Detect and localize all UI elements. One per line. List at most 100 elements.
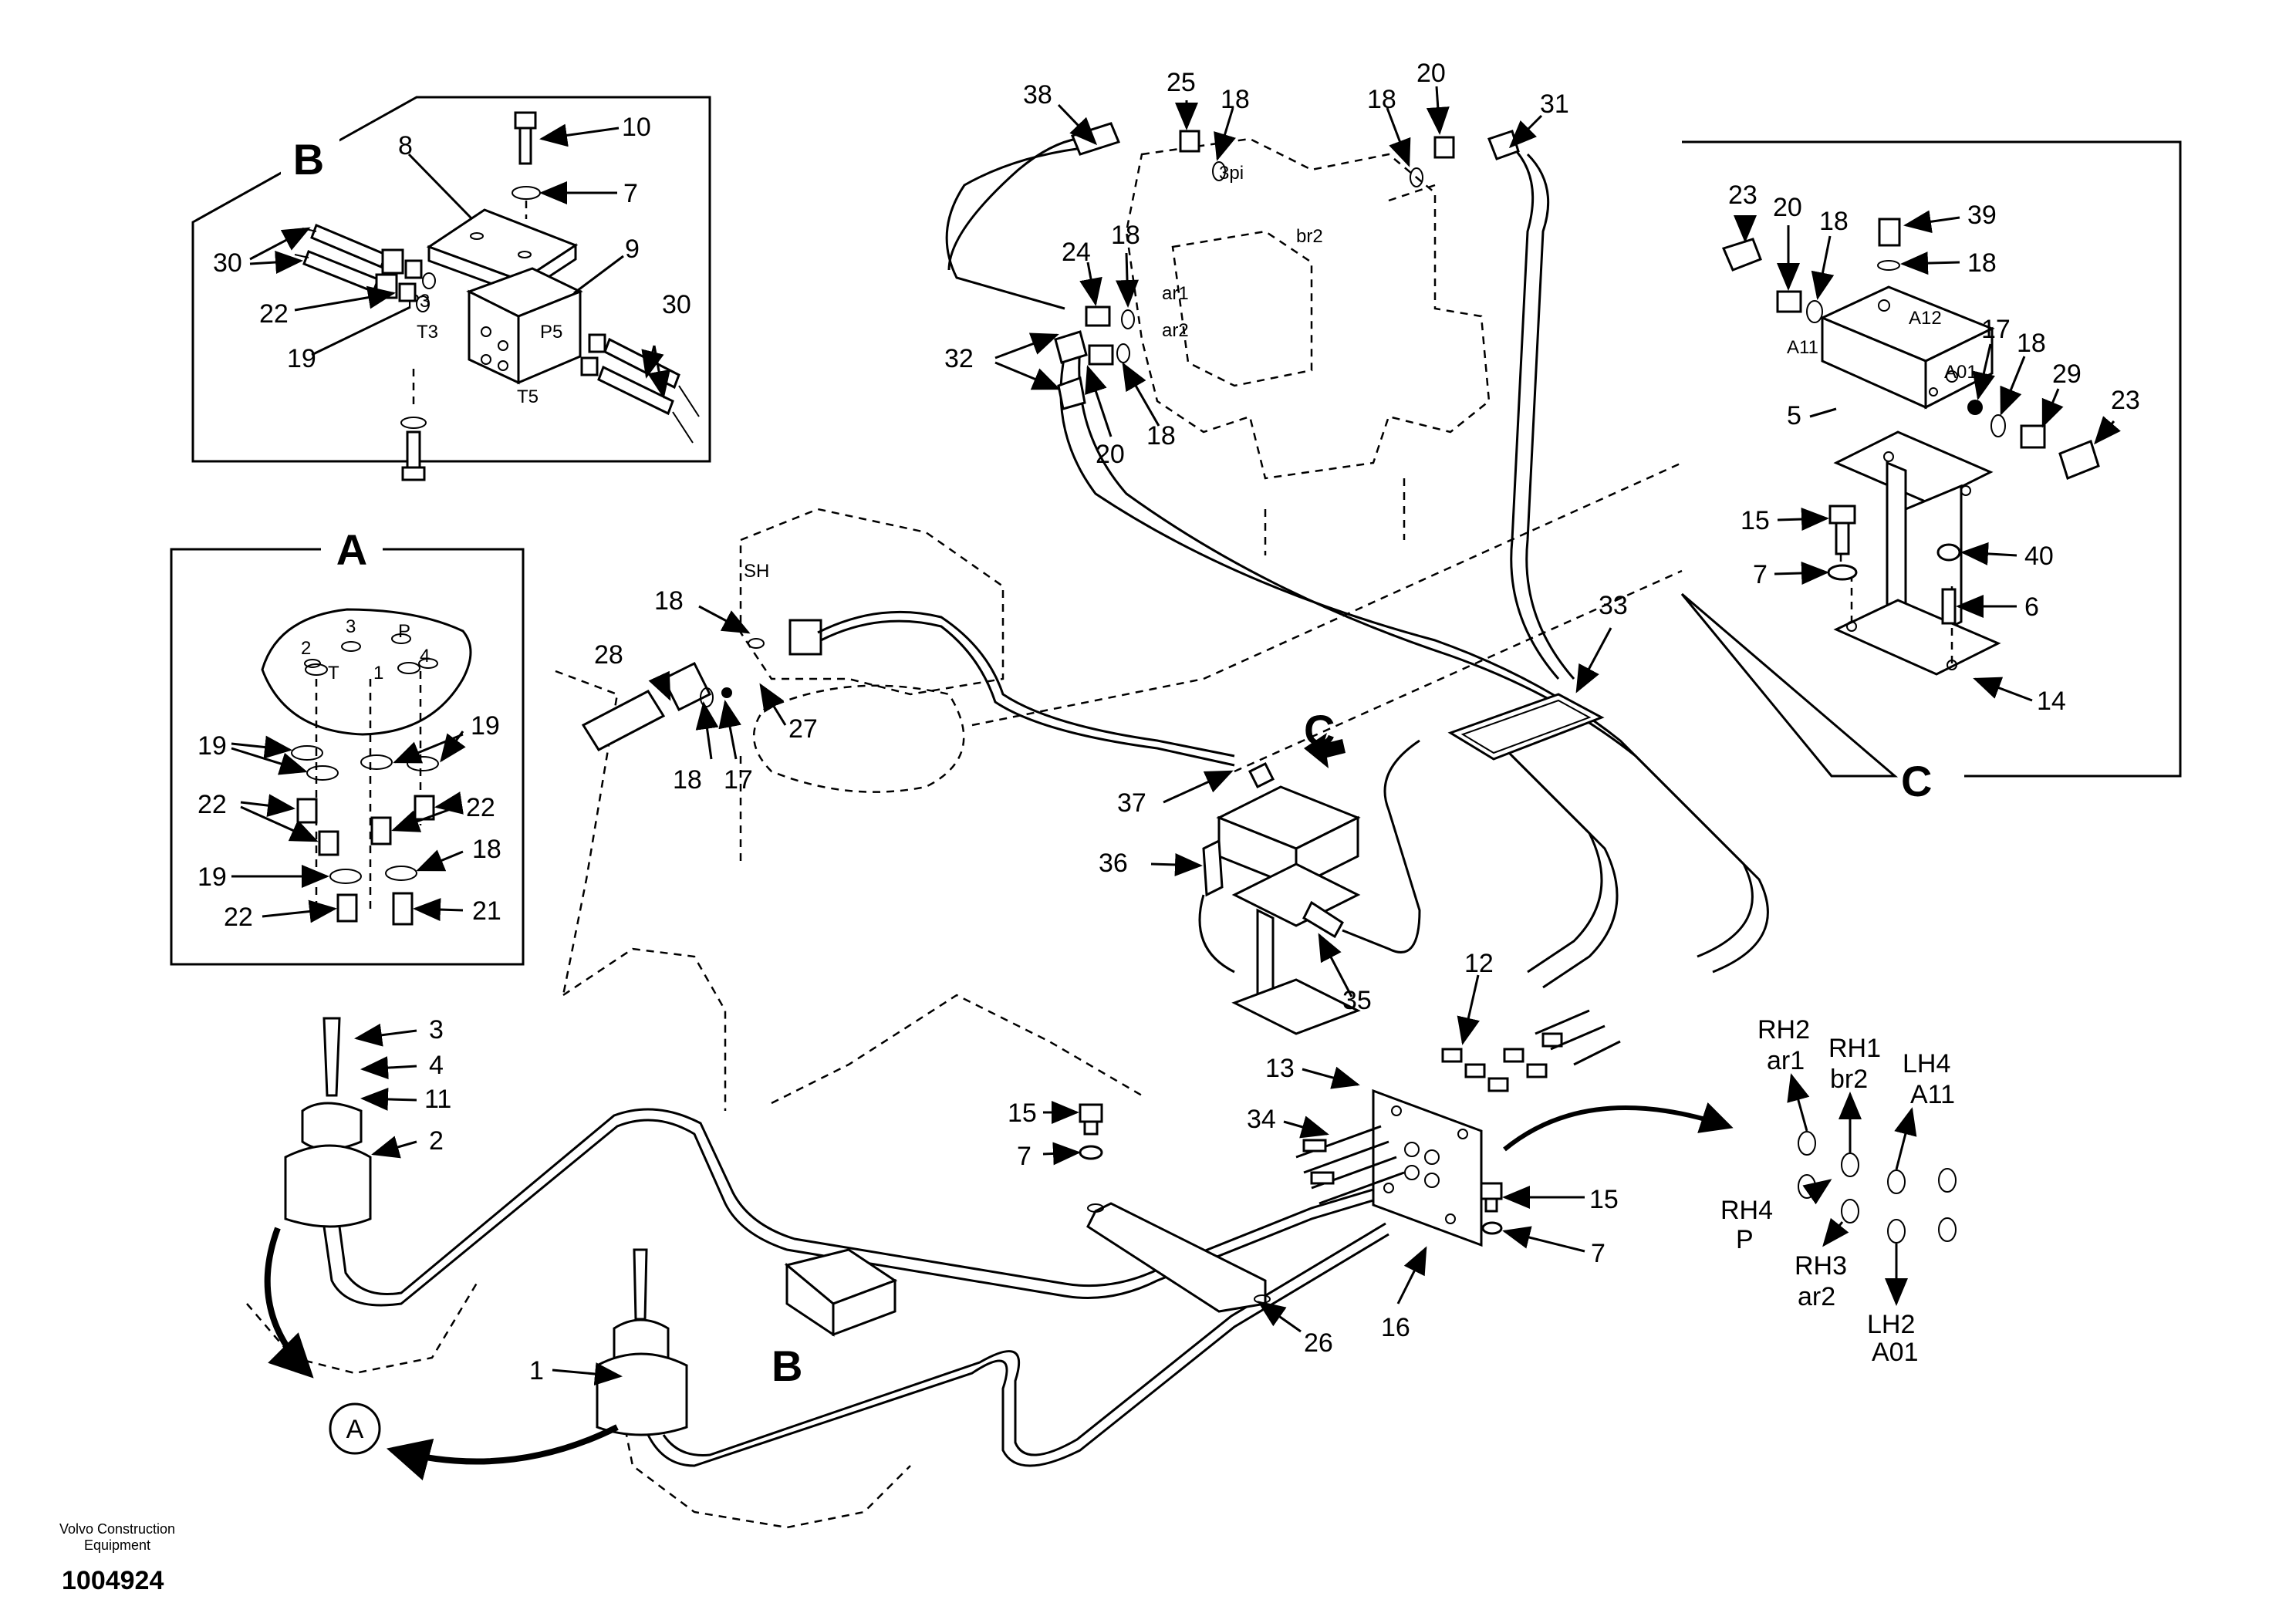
callout-m-18-f: 18 <box>673 765 702 795</box>
callout-b-8: 8 <box>398 131 413 160</box>
callout-c-23-b: 23 <box>2111 386 2140 415</box>
inset-a-callout-circle: A <box>346 1415 364 1444</box>
port-label-c-a11: A11 <box>1787 337 1818 358</box>
callout-m-24: 24 <box>1062 238 1091 267</box>
legend-lh2: LH2 <box>1867 1310 1915 1339</box>
callout-m-37: 37 <box>1117 788 1146 818</box>
callout-c-40: 40 <box>2024 542 2054 571</box>
callout-m-34: 34 <box>1247 1105 1276 1134</box>
callout-m-15-a: 15 <box>1008 1099 1037 1128</box>
callout-c-15: 15 <box>1741 506 1770 535</box>
callout-m-12: 12 <box>1464 949 1494 978</box>
legend-p: P <box>1736 1225 1754 1254</box>
inset-a: A 2 3 P T 1 4 <box>170 525 525 966</box>
callout-m-20-b: 20 <box>1096 440 1125 469</box>
callout-c-23-a: 23 <box>1728 181 1757 210</box>
legend-rh4: RH4 <box>1720 1196 1773 1225</box>
port-label-c-a12: A12 <box>1909 308 1942 329</box>
legend-rh3: RH3 <box>1795 1251 1847 1281</box>
callout-m-31: 31 <box>1540 89 1569 119</box>
legend-ar1: ar1 <box>1767 1046 1805 1075</box>
port-label-a-t: T <box>328 663 339 683</box>
inset-b-label: B <box>293 135 324 184</box>
legend-a01: A01 <box>1872 1338 1919 1367</box>
port-legend: RH2 ar1 RH1 br2 LH4 A11 RH4 P RH3 ar2 LH… <box>1720 1015 1957 1367</box>
port-label-b-t5: T5 <box>517 386 539 407</box>
inset-c-label: C <box>1901 757 1932 805</box>
callout-m-18-c: 18 <box>1111 221 1140 250</box>
callout-c-14: 14 <box>2037 687 2066 716</box>
callout-c-17: 17 <box>1981 315 2011 344</box>
legend-br2: br2 <box>1830 1065 1868 1094</box>
callout-a-21: 21 <box>472 896 501 926</box>
callout-m-18-e: 18 <box>654 586 684 616</box>
callout-m-15-b: 15 <box>1589 1185 1619 1214</box>
callout-m-18-d: 18 <box>1146 421 1176 451</box>
legend-rh1: RH1 <box>1828 1034 1881 1063</box>
document-number: 1004924 <box>62 1566 164 1595</box>
callout-b-22: 22 <box>259 299 289 329</box>
legend-a11: A11 <box>1910 1080 1955 1109</box>
callout-m-3: 3 <box>429 1015 444 1045</box>
callout-c-18-c: 18 <box>2017 329 2046 358</box>
inset-a-label: A <box>336 525 367 574</box>
callout-m-13: 13 <box>1265 1054 1295 1083</box>
callout-a-19-c: 19 <box>198 862 227 892</box>
main-assembly: 3pi br2 ar1 ar2 SH <box>246 59 1769 1529</box>
legend-lh4: LH4 <box>1903 1049 1950 1078</box>
callout-b-9: 9 <box>625 235 640 264</box>
callout-m-17: 17 <box>724 765 753 795</box>
callout-m-18-a: 18 <box>1221 85 1250 114</box>
brand-name: Volvo Construction Equipment <box>59 1521 176 1553</box>
port-label-v-br2: br2 <box>1296 226 1323 247</box>
callout-c-5: 5 <box>1787 401 1801 430</box>
port-label-a-1: 1 <box>373 663 383 683</box>
callout-m-1: 1 <box>529 1356 544 1385</box>
callout-c-7: 7 <box>1753 560 1768 589</box>
callout-m-20-a: 20 <box>1416 59 1446 88</box>
callout-m-38: 38 <box>1023 80 1052 110</box>
port-label-a-2: 2 <box>301 638 311 659</box>
callout-m-16: 16 <box>1381 1313 1410 1342</box>
callout-m-35: 35 <box>1342 986 1372 1015</box>
port-label-v-ar2: ar2 <box>1162 320 1189 341</box>
callout-a-18: 18 <box>472 835 501 864</box>
port-label-v-sh: SH <box>744 561 769 582</box>
port-label-a-4: 4 <box>420 646 430 667</box>
legend-ar2: ar2 <box>1798 1282 1835 1311</box>
callout-b-30-b: 30 <box>662 290 691 319</box>
port-label-v-3pi: 3pi <box>1219 163 1244 184</box>
port-label-b-p5: P5 <box>540 322 562 343</box>
callout-m-4: 4 <box>429 1051 444 1080</box>
callout-m-33: 33 <box>1599 591 1628 620</box>
callout-m-7-b: 7 <box>1591 1239 1606 1268</box>
callout-c-20: 20 <box>1773 193 1802 222</box>
inset-c-reference: C <box>1304 706 1335 754</box>
port-label-a-3: 3 <box>346 616 356 637</box>
callout-a-19-a: 19 <box>198 731 227 761</box>
callout-c-18-a: 18 <box>1819 207 1849 236</box>
callout-b-7: 7 <box>623 179 638 208</box>
callout-m-28: 28 <box>594 640 623 670</box>
callout-c-6: 6 <box>2024 592 2039 622</box>
inset-b: B P3 T3 P5 T5 <box>191 96 711 481</box>
callout-b-30-a: 30 <box>213 248 242 278</box>
callout-m-25: 25 <box>1167 68 1196 97</box>
callout-m-27: 27 <box>788 714 818 744</box>
inset-c: C A12 A11 A01 <box>1680 140 2182 805</box>
port-label-b-t3: T3 <box>417 322 438 343</box>
callout-m-7-a: 7 <box>1017 1142 1032 1171</box>
callout-a-22-a: 22 <box>198 790 227 819</box>
inset-b-reference: B <box>772 1342 802 1390</box>
callout-b-19: 19 <box>287 344 316 373</box>
port-label-a-p: P <box>398 621 410 642</box>
callout-m-36: 36 <box>1099 849 1128 878</box>
callout-a-22-c: 22 <box>224 903 253 932</box>
callout-m-32: 32 <box>944 344 974 373</box>
callout-m-2: 2 <box>429 1126 444 1156</box>
callout-a-22-b: 22 <box>466 793 495 822</box>
callout-c-18-b: 18 <box>1967 248 1997 278</box>
callout-b-10: 10 <box>622 113 651 142</box>
callout-a-19-b: 19 <box>471 711 500 741</box>
